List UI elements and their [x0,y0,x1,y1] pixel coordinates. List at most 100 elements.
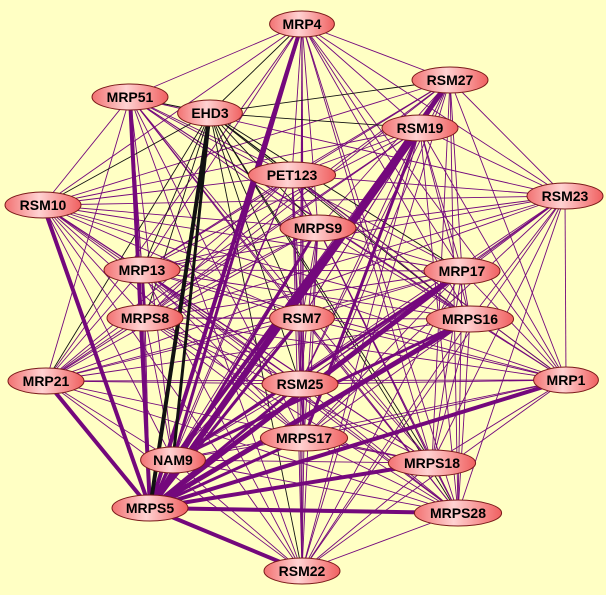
edge-ehd3-rsm22 [209,112,303,572]
node-rsm7[interactable]: RSM7 [269,304,335,332]
node-mrp51[interactable]: MRP51 [91,83,169,111]
node-label: PET123 [267,167,318,183]
edge-mrps16-mrps28 [457,318,471,514]
edge-rsm23-mrps9 [317,195,566,229]
nodes: MRP4RSM27MRP51EHD3RSM19PET123RSM23RSM10M… [4,10,604,585]
edge-mrp51-mrp1 [129,96,567,381]
edge-mrp21-rsm25 [45,380,301,385]
edge-rsm25-mrp1 [299,379,567,385]
edge-mrps5-rsm10 [41,204,152,509]
edge-mrps5-mrps18 [149,461,433,510]
node-mrps5[interactable]: MRPS5 [111,494,189,522]
node-rsm25[interactable]: RSM25 [261,370,339,398]
edge-mrp4-rsm10 [42,23,303,206]
edge-mrp4-mrp1 [301,23,567,381]
edge-rsm23-rsm22 [301,195,566,572]
node-ellipse [259,424,349,452]
node-mrps9[interactable]: MRPS9 [279,214,357,242]
node-mrps17[interactable]: MRPS17 [259,424,349,452]
edge-mrps5-mrps16 [148,316,472,511]
edge-mrp4-ehd3 [209,23,303,114]
node-label: RSM22 [279,563,326,579]
node-ellipse [263,557,341,585]
node-mrps16[interactable]: MRPS16 [425,305,515,333]
edge-mrp17-mrp21 [45,270,463,382]
node-mrp1[interactable]: MRP1 [533,366,599,394]
node-mrp17[interactable]: MRP17 [423,257,501,285]
node-rsm19[interactable]: RSM19 [381,114,459,142]
node-mrps8[interactable]: MRPS8 [106,304,184,332]
node-rsm10[interactable]: RSM10 [4,191,82,219]
node-ellipse [413,499,503,527]
node-label: MRPS8 [121,310,169,326]
edge-rsm10-mrps16 [42,204,471,320]
edge-rsm27-mrp1 [449,79,567,381]
edge-mrp4-mrps28 [301,23,459,514]
edge-mrps5-ehd3 [148,112,212,509]
edge-rsm27-mrp17 [449,79,463,272]
node-label: RSM23 [542,188,589,204]
edge-mrp17-mrps18 [431,270,463,464]
edge-mrps17-mrps28 [303,437,459,514]
edge-rsm7-mrps28 [301,317,459,514]
node-label: MRP21 [23,373,70,389]
edge-mrp4-rsm19 [301,23,421,129]
node-ellipse [423,257,501,285]
edge-rsm27-mrps9 [317,79,451,229]
edge-mrp4-mrp13 [141,23,303,271]
node-mrps18[interactable]: MRPS18 [387,449,477,477]
edge-mrp13-mrp1 [141,269,567,381]
node-label: RSM25 [277,376,324,392]
node-ellipse [411,66,489,94]
edge-rsm23-mrps18 [431,195,566,464]
node-pet123[interactable]: PET123 [247,161,337,189]
edge-mrp51-mrp21 [45,96,131,382]
node-label: MRPS18 [404,455,460,471]
node-label: MRP1 [547,372,586,388]
edge-rsm10-rsm7 [42,204,303,319]
edge-mrp1-nam9 [172,379,567,461]
node-ellipse [4,191,82,219]
edge-mrps5-mrp51 [128,96,152,509]
node-mrp4[interactable]: MRP4 [269,10,335,38]
edge-mrps5-rsm22 [149,506,303,573]
edge-rsm23-mrps16 [469,195,566,320]
node-rsm22[interactable]: RSM22 [263,557,341,585]
node-ellipse [269,10,335,38]
edge-ehd3-rsm7 [209,112,303,319]
edge-rsm10-nam9 [42,204,174,461]
node-mrp13[interactable]: MRP13 [103,256,181,284]
node-mrp21[interactable]: MRP21 [7,367,85,395]
node-rsm23[interactable]: RSM23 [526,182,604,210]
node-label: RSM27 [427,72,474,88]
edge-rsm23-mrp1 [564,195,567,381]
edge-mrps5-mrp21 [44,379,152,510]
node-label: MRPS17 [276,430,332,446]
node-label: RSM10 [20,197,67,213]
node-rsm27[interactable]: RSM27 [411,66,489,94]
edge-mrp4-rsm23 [301,23,566,197]
node-label: NAM9 [153,452,193,468]
edge-nam9-ehd3 [171,112,212,461]
node-ellipse [140,446,206,474]
edge-mrps16-mrps18 [431,318,471,464]
edge-mrps8-nam9 [144,317,174,461]
edge-mrps16-rsm22 [301,318,471,572]
node-ehd3[interactable]: EHD3 [177,99,243,127]
edge-ehd3-mrps16 [209,112,471,320]
node-ellipse [279,214,357,242]
edge-ehd3-rsm10 [42,112,211,206]
edge-rsm7-mrps18 [301,317,433,464]
node-ellipse [425,305,515,333]
edge-rsm25-rsm22 [299,383,303,572]
edge-rsm23-mrps28 [457,195,566,514]
edge-mrp13-mrp17 [141,269,463,272]
node-mrps28[interactable]: MRPS28 [413,499,503,527]
node-nam9[interactable]: NAM9 [140,446,206,474]
node-ellipse [261,370,339,398]
node-ellipse [91,83,169,111]
node-label: MRP17 [439,263,486,279]
node-ellipse [111,494,189,522]
edge-mrps8-mrps28 [144,317,459,514]
